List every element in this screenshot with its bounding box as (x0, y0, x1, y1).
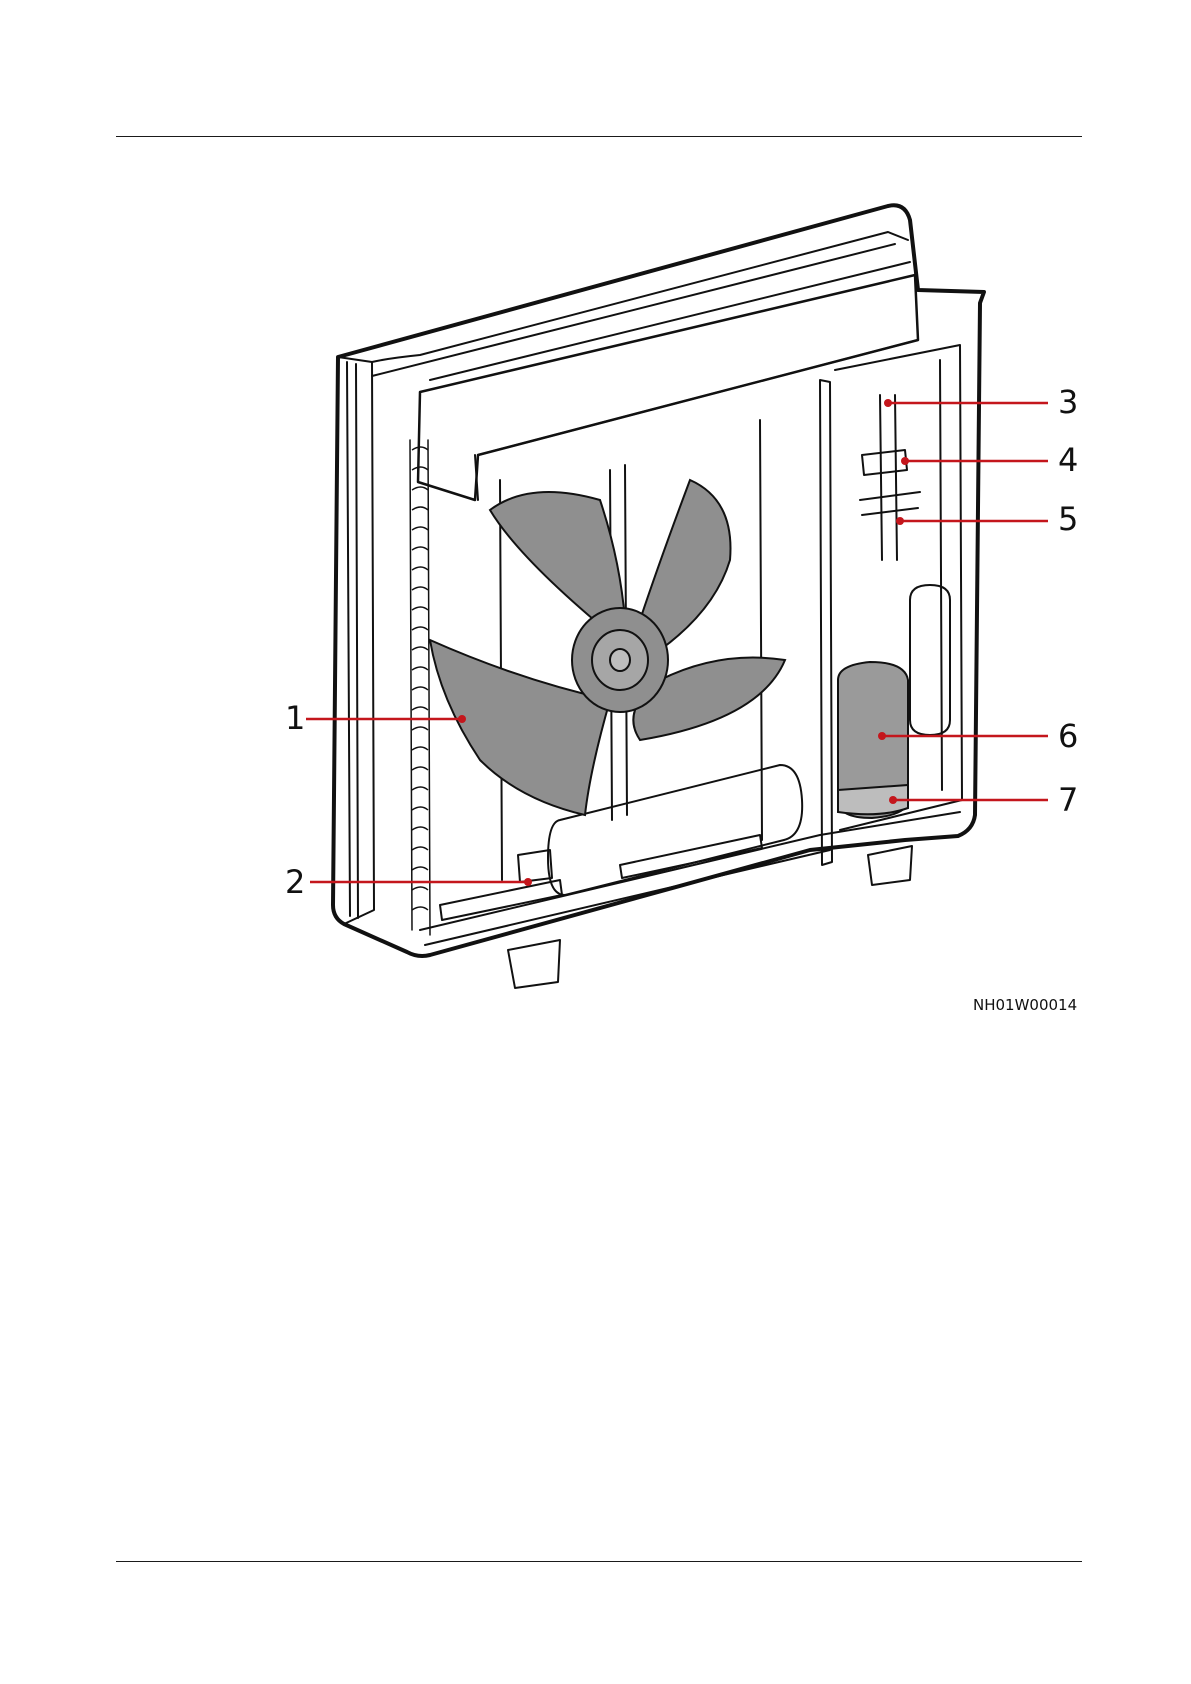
callout-4: 4 (1058, 444, 1078, 476)
callout-2: 2 (285, 866, 305, 898)
callout-6: 6 (1058, 720, 1078, 752)
figure-id: NH01W00014 (973, 996, 1077, 1014)
callout-1: 1 (285, 702, 305, 734)
divider-panel (820, 380, 832, 865)
top-tray (418, 275, 918, 500)
coil-loops (412, 447, 428, 910)
top-rail (372, 232, 908, 362)
foot-right (868, 846, 912, 885)
compressor (838, 662, 908, 818)
accumulator (910, 585, 950, 735)
footer-rule (116, 1561, 1082, 1562)
callout-3: 3 (1058, 386, 1078, 418)
fan-blades (430, 480, 785, 815)
foot-left (508, 940, 560, 988)
callout-7: 7 (1058, 784, 1078, 816)
callout-5: 5 (1058, 503, 1078, 535)
